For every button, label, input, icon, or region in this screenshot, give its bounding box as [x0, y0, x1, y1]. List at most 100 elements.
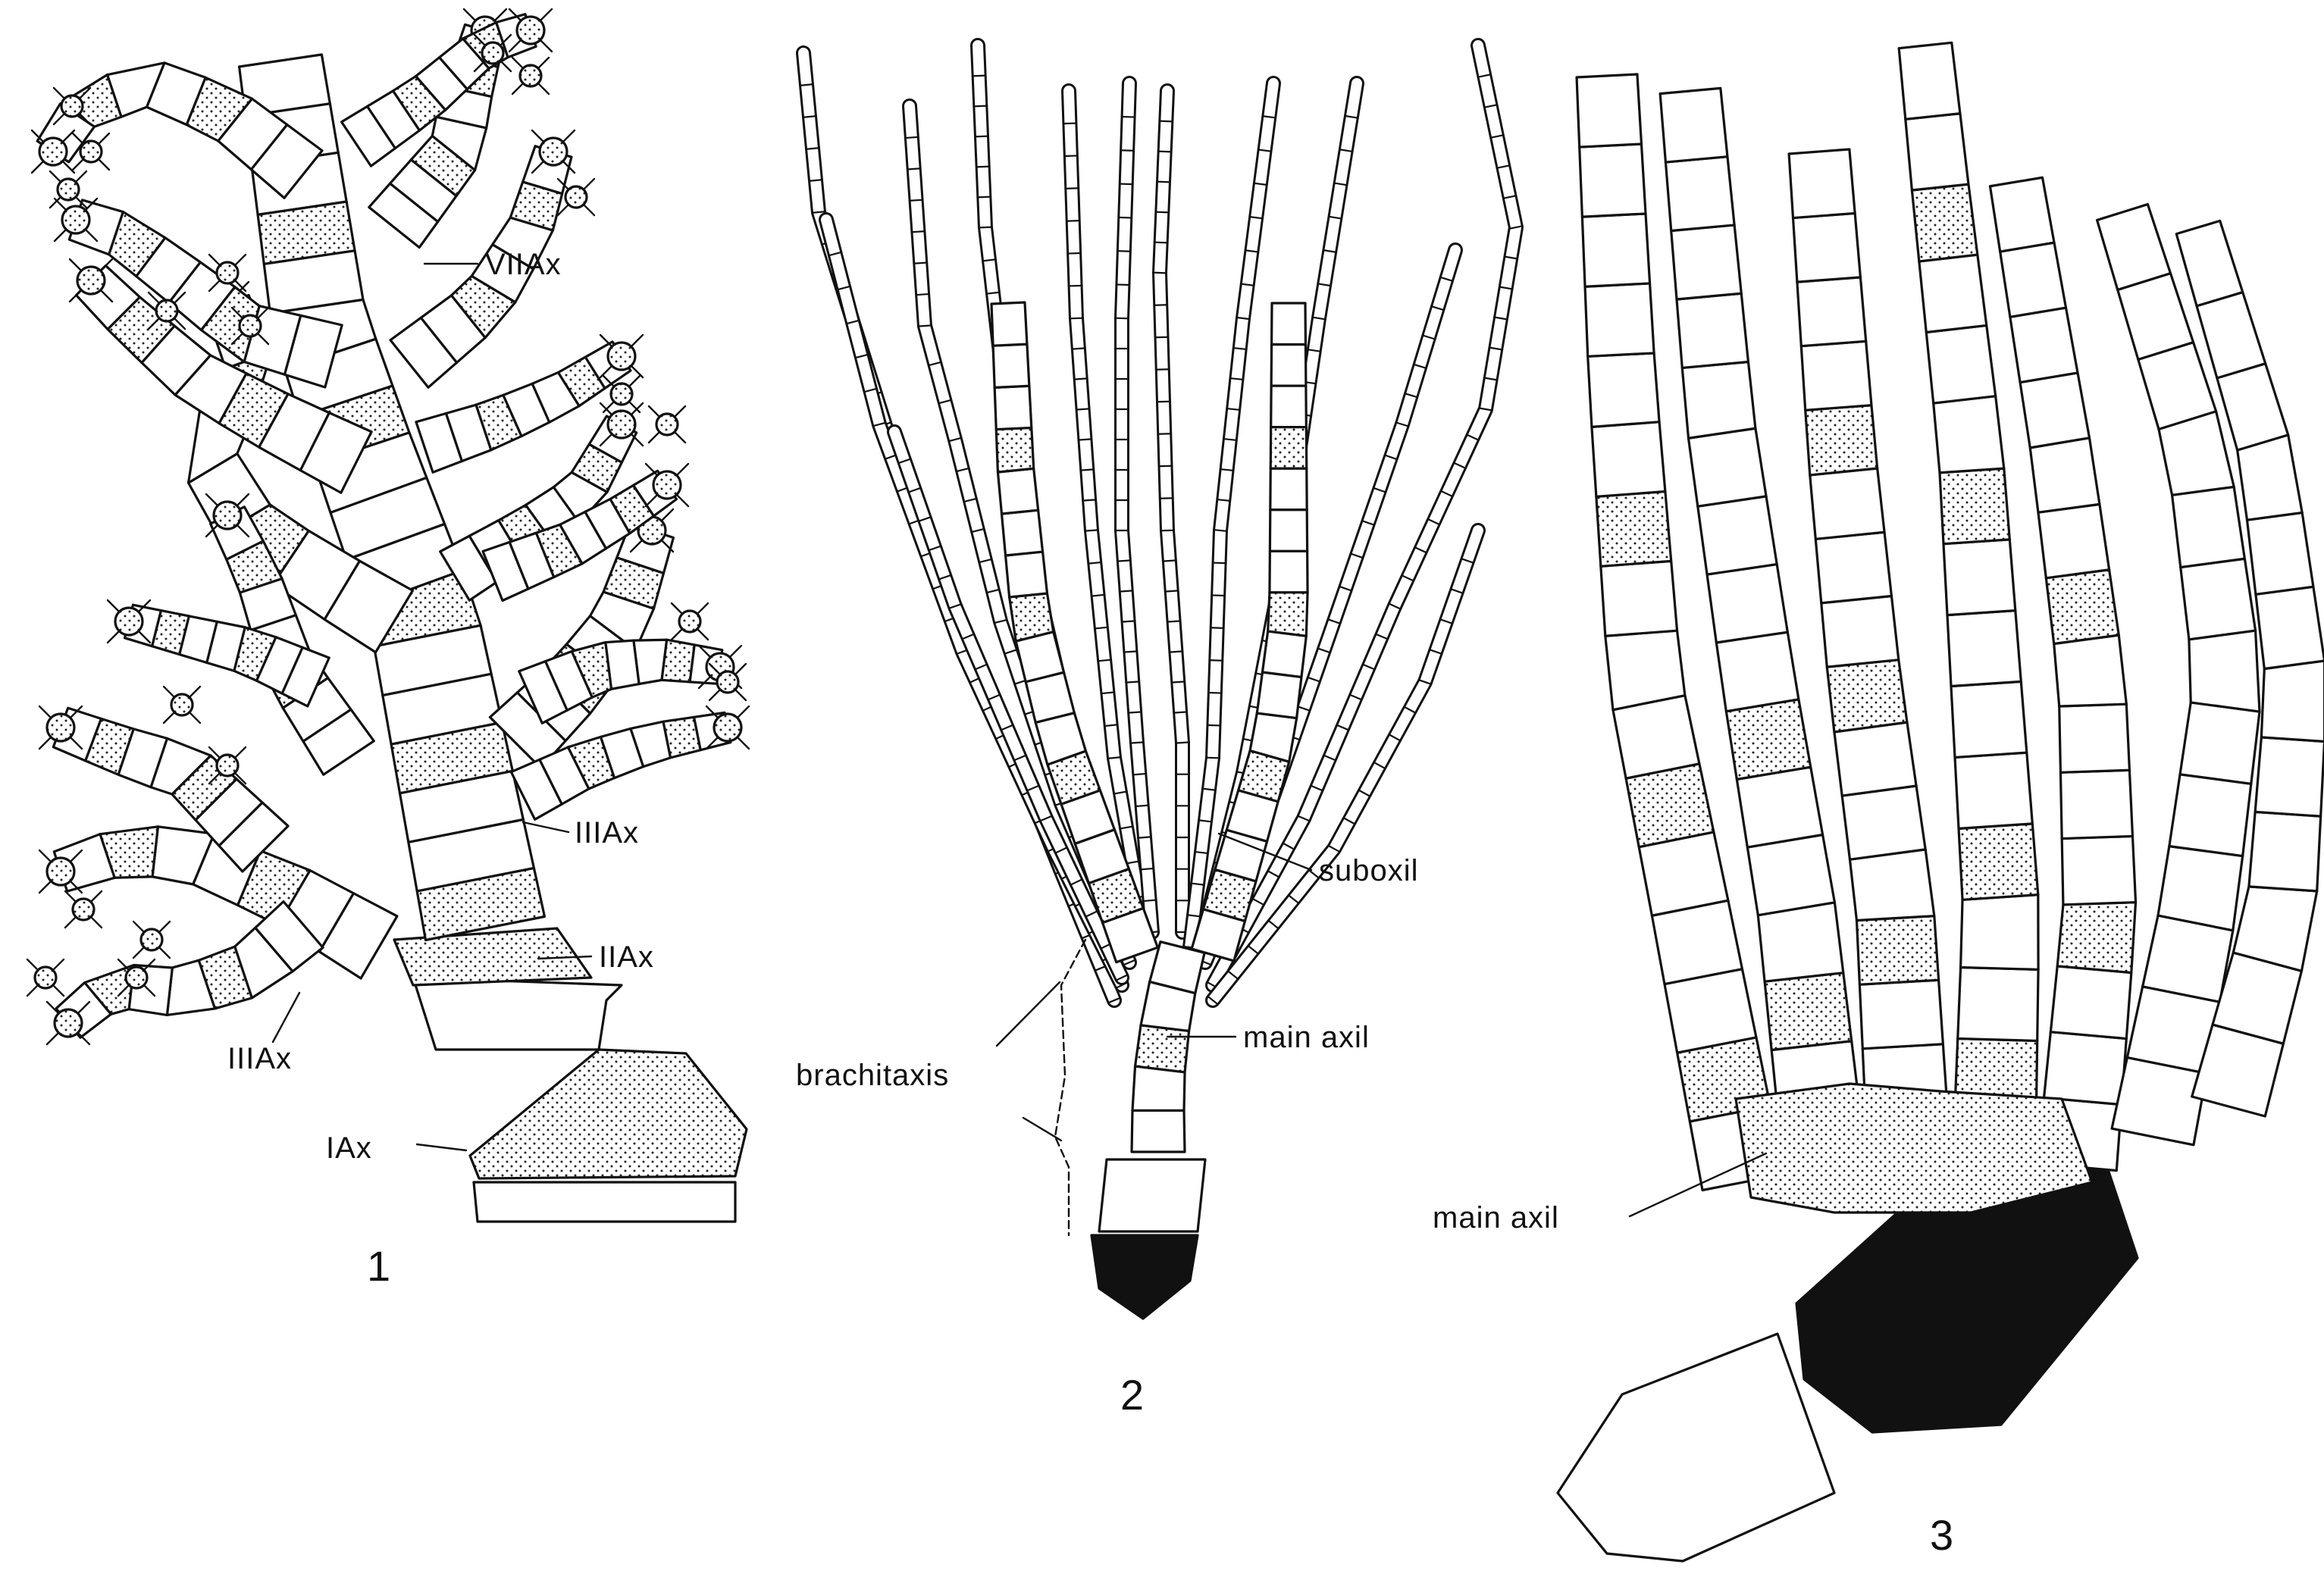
f3-column-plate	[1596, 492, 1671, 567]
f3-column-plate	[2189, 631, 2260, 712]
brachial-joint	[1140, 868, 1154, 869]
f2-right-plate	[1270, 427, 1307, 469]
brachial-joint	[1074, 378, 1088, 379]
figure-2-arm: suboxil brachitaxis main axil 2	[796, 45, 1523, 1419]
f3-column-plate	[1834, 722, 1916, 796]
f3-column-plate	[1582, 214, 1649, 286]
brachial-joint	[1211, 627, 1224, 628]
f3-main-axil-plate	[1736, 1084, 2092, 1213]
brachial-joint	[916, 294, 929, 295]
f2-left-plate	[1010, 593, 1054, 641]
spine	[500, 61, 511, 71]
spine	[235, 747, 246, 758]
spine	[189, 687, 200, 697]
brachial-joint	[918, 325, 932, 326]
f3-column-plate	[2197, 293, 2266, 378]
label-main-axil-2: main axil	[1243, 1021, 1370, 1054]
brachial-joint	[1176, 742, 1189, 743]
f2-right-plate	[1271, 386, 1307, 427]
spine	[464, 9, 475, 20]
f2-right-plate	[1270, 551, 1308, 593]
f3-column-plate	[1789, 149, 1855, 218]
f3-column-plate	[1943, 540, 2015, 615]
f3-column-plate	[1849, 850, 1934, 921]
f2-right-plate	[1268, 593, 1308, 637]
label-iiax: IIAx	[599, 940, 654, 974]
spine	[735, 664, 746, 674]
f2-basal-plate	[1099, 1159, 1205, 1231]
f3-column-plate	[1580, 144, 1646, 217]
spine	[53, 985, 64, 996]
brachial-joint	[1116, 284, 1129, 285]
label-iax: IAx	[326, 1131, 372, 1165]
brachial-joint	[1064, 155, 1078, 156]
brachial-joint	[1159, 121, 1173, 122]
brachial-joint	[1155, 337, 1169, 338]
spine	[39, 850, 51, 862]
f3-column-plate	[1947, 611, 2021, 687]
f3-column-plate	[1592, 422, 1665, 497]
spine	[209, 255, 220, 265]
spine	[677, 495, 688, 506]
brachial-joint	[1123, 651, 1137, 652]
spine	[675, 406, 685, 417]
iax-plate	[470, 1050, 747, 1178]
brachial-joint	[1143, 900, 1157, 901]
brachial-joint	[1072, 348, 1085, 349]
f2-stem-plate	[1092, 1235, 1198, 1319]
spine	[76, 171, 86, 182]
f3-column-plate	[2256, 587, 2324, 668]
spine	[563, 130, 575, 142]
f3-column-plate	[1842, 786, 1925, 859]
brachial-joint	[975, 136, 988, 137]
spine	[108, 631, 119, 643]
f3-column-plate	[2010, 308, 2078, 383]
f3-column-plate	[1859, 980, 1943, 1049]
f3-column-plate	[1955, 753, 2032, 828]
f3-column-plate	[1951, 681, 2027, 757]
brachial-joint	[1160, 498, 1173, 499]
brachial-joint	[1117, 560, 1131, 561]
spine	[27, 959, 38, 970]
label-viiax: VIIAx	[485, 248, 562, 281]
f2-right-plate	[1270, 468, 1307, 510]
spine	[133, 947, 144, 958]
f2-right-plate	[1271, 345, 1306, 386]
spine	[73, 159, 83, 170]
f2-left-plate	[991, 302, 1027, 346]
f3-column-plate	[2180, 703, 2260, 784]
f3-column-plate	[2158, 846, 2243, 931]
brachial-joint	[1120, 184, 1133, 185]
f3-column-plate	[1601, 561, 1677, 636]
brachial-joint	[1163, 560, 1176, 561]
spine	[735, 690, 746, 700]
f3-column-plate	[1689, 428, 1767, 506]
f3-column-plate	[1737, 767, 1822, 847]
brachial-joint	[1207, 725, 1220, 726]
spine	[538, 58, 549, 68]
spine	[584, 179, 594, 189]
f3-column-plate	[2062, 836, 2135, 904]
figure-2-brachials	[800, 45, 1523, 1319]
spine	[697, 629, 708, 640]
spine	[159, 947, 170, 958]
f3-column-plate	[2057, 903, 2135, 973]
figure-3-brachials	[1558, 42, 2324, 1561]
brachial-joint	[973, 76, 986, 77]
figure-1-arm: VIIAx IIIAx IIAx IIIAx IAx 1	[27, 9, 749, 1290]
f3-column-plate	[1716, 632, 1799, 712]
f3-column-plate	[1797, 277, 1866, 346]
brachial-joint	[905, 137, 919, 138]
f2-left-plate	[1006, 552, 1048, 597]
brachial-joint	[1065, 188, 1079, 189]
f2-left-plate	[993, 344, 1029, 387]
brachial-joint	[1070, 318, 1083, 319]
spine	[99, 159, 109, 170]
spine	[50, 171, 61, 182]
spine	[538, 83, 549, 94]
spine	[65, 917, 76, 928]
f2-trunk-plate	[1132, 1110, 1185, 1152]
spine	[730, 646, 741, 657]
spine	[629, 376, 640, 386]
f3-column-plate	[1961, 895, 2038, 970]
